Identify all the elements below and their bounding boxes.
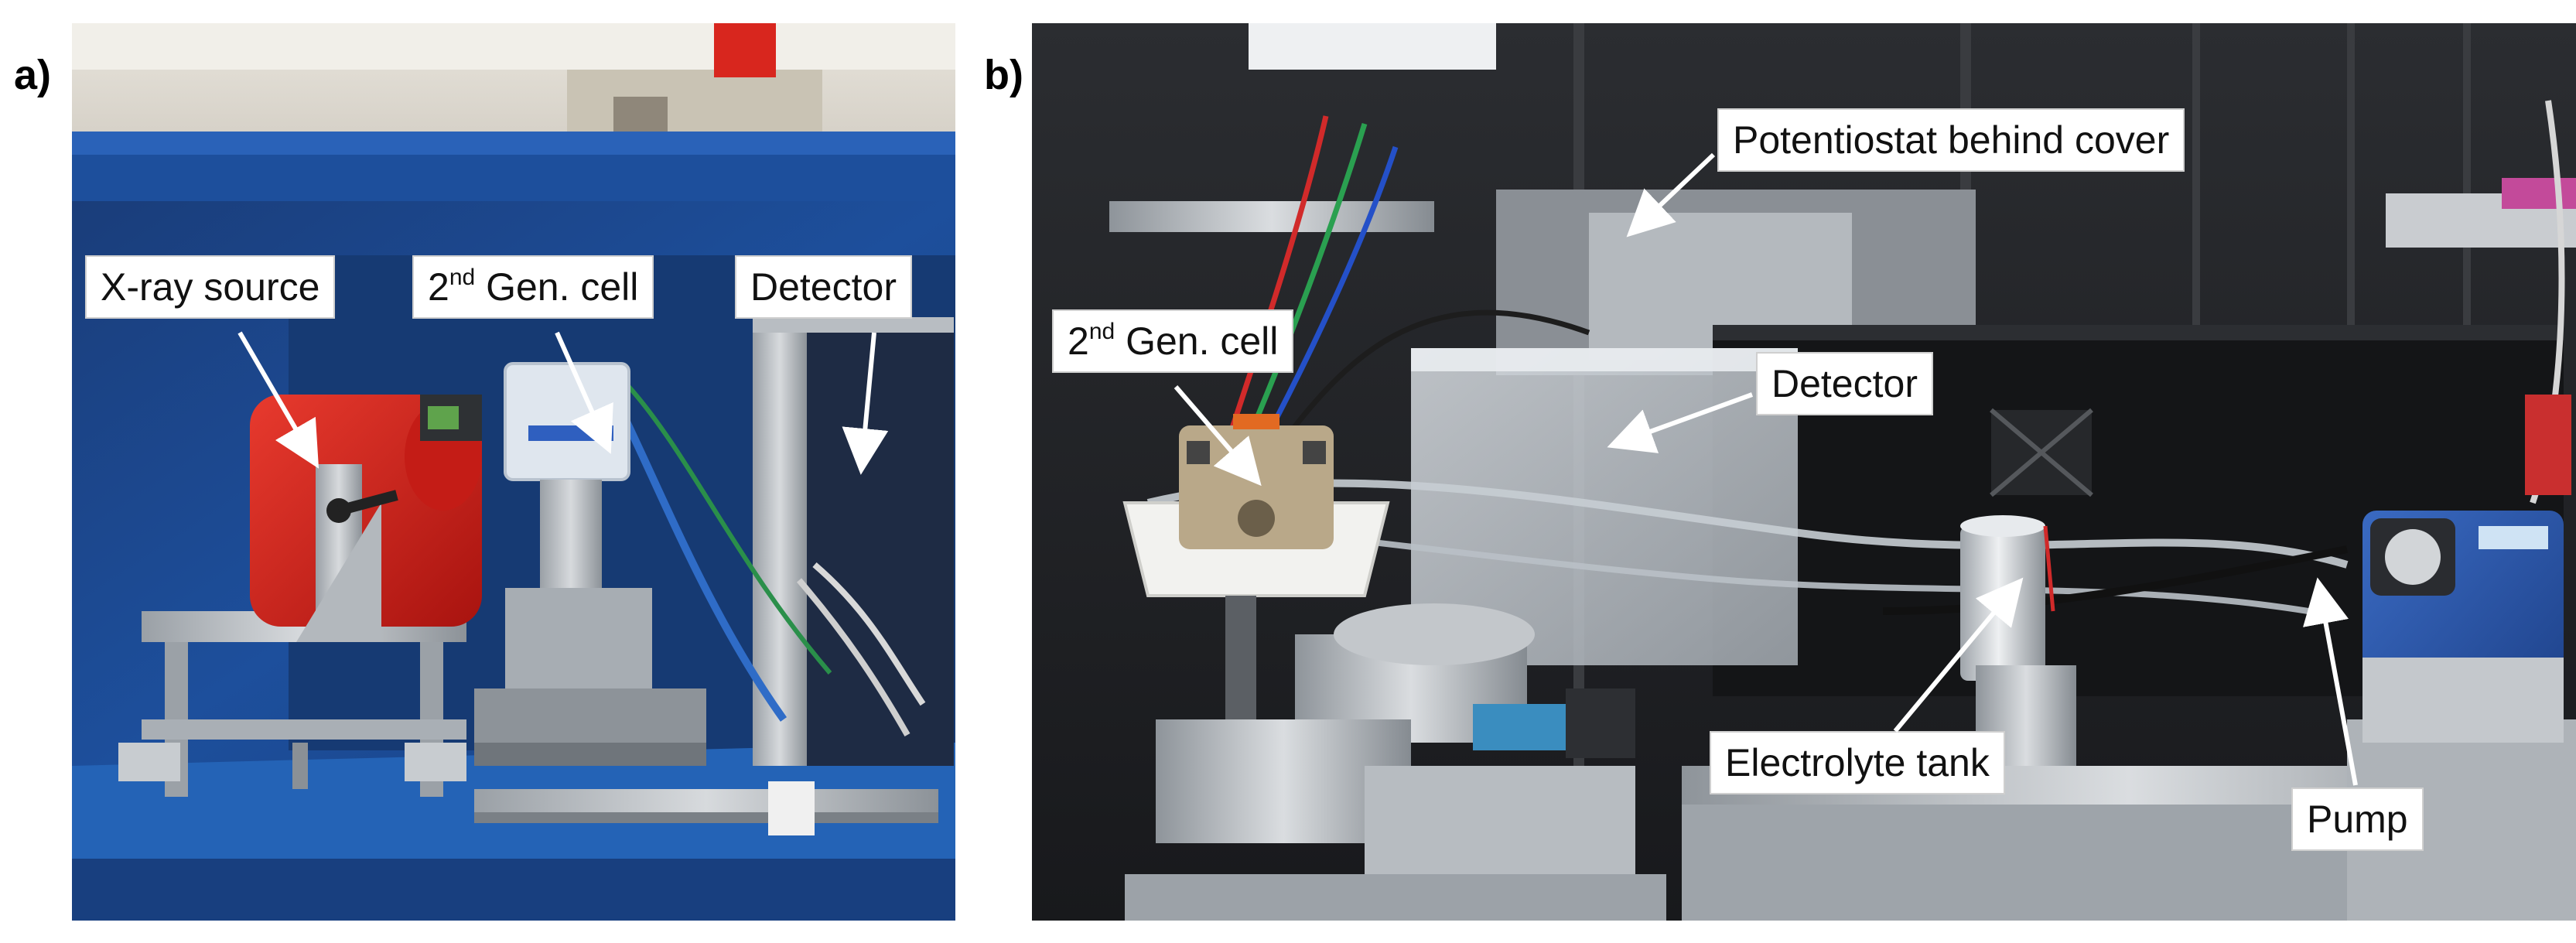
label-cell-b-prefix: 2 <box>1068 319 1089 363</box>
label-cell-a-suffix: Gen. cell <box>475 265 639 309</box>
panel-b-letter: b) <box>984 52 1023 98</box>
label-potentiostat: Potentiostat behind cover <box>1717 108 2185 172</box>
label-cell-a-prefix: 2 <box>428 265 449 309</box>
label-detector-b-text: Detector <box>1771 362 1918 405</box>
label-electrolyte-tank-text: Electrolyte tank <box>1725 741 1990 784</box>
label-potentiostat-text: Potentiostat behind cover <box>1733 118 2170 162</box>
label-detector-a: Detector <box>735 255 912 319</box>
label-xray-source: X-ray source <box>85 255 336 319</box>
label-detector-a-text: Detector <box>750 265 897 309</box>
panel-a-letter: a) <box>14 52 52 98</box>
label-cell-b-sup: nd <box>1088 319 1115 344</box>
label-xray-source-text: X-ray source <box>101 265 320 309</box>
photo-a-illustration <box>72 23 955 921</box>
label-detector-b: Detector <box>1756 352 1933 415</box>
label-cell-b-suffix: Gen. cell <box>1115 319 1279 363</box>
label-cell-a: 2nd Gen. cell <box>412 255 654 319</box>
photo-panel-a <box>72 23 955 921</box>
label-pump: Pump <box>2291 788 2424 851</box>
label-electrolyte-tank: Electrolyte tank <box>1710 731 2005 794</box>
label-pump-text: Pump <box>2307 798 2408 841</box>
label-cell-b: 2nd Gen. cell <box>1052 309 1294 373</box>
label-cell-a-sup: nd <box>449 265 476 290</box>
